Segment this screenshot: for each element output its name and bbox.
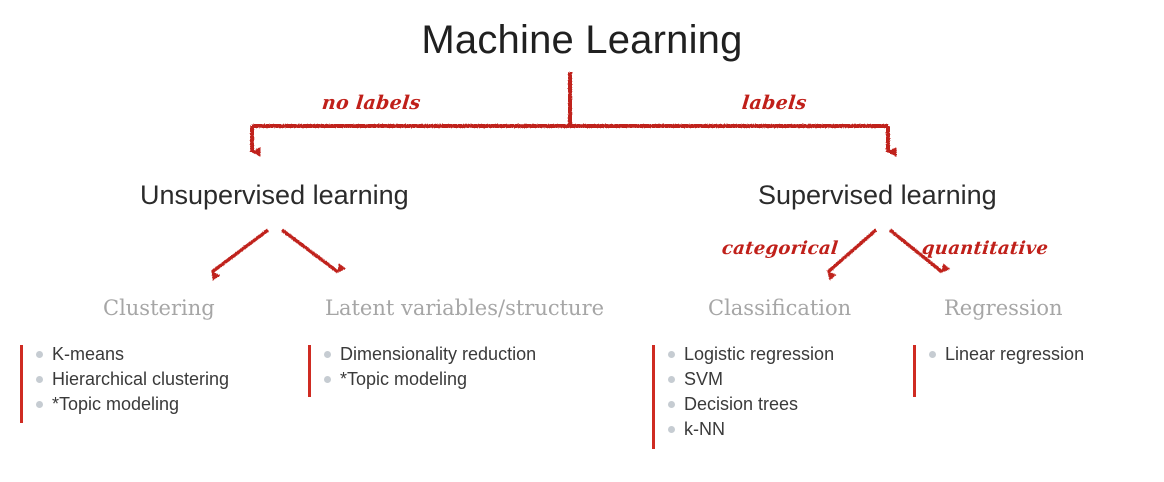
- bullet-dot-icon: [36, 351, 43, 358]
- bullet-dot-icon: [668, 376, 675, 383]
- accent-rule: [652, 345, 655, 449]
- list-item: K-means: [36, 342, 229, 367]
- edge-label-categorical: categorical: [720, 238, 840, 259]
- accent-rule: [20, 345, 23, 423]
- edge-unsup-to-latent: [280, 228, 347, 274]
- accent-rule: [308, 345, 311, 397]
- bullet-dot-icon: [668, 426, 675, 433]
- page-title: Machine Learning: [421, 18, 743, 62]
- list-item: *Topic modeling: [36, 392, 229, 417]
- edge-unsup-to-clustering: [210, 228, 270, 281]
- list-item-label: Linear regression: [945, 344, 1085, 364]
- edge-label-no-labels: no labels: [320, 92, 422, 114]
- edge-label-labels: labels: [740, 92, 808, 114]
- list-item-label: k-NN: [684, 419, 725, 439]
- list-item: *Topic modeling: [324, 367, 536, 392]
- list-item: SVM: [668, 367, 834, 392]
- list-item-label: Decision trees: [684, 394, 799, 414]
- list-item-label: Dimensionality reduction: [340, 344, 537, 364]
- list-item: Decision trees: [668, 392, 834, 417]
- list-item-label: Hierarchical clustering: [52, 369, 230, 389]
- accent-rule: [913, 345, 916, 397]
- list-item-label: SVM: [684, 369, 724, 389]
- list-item: Dimensionality reduction: [324, 342, 536, 367]
- bullet-list: Linear regression: [929, 342, 1084, 367]
- bullet-dot-icon: [324, 376, 331, 383]
- bullet-dot-icon: [668, 351, 675, 358]
- bullet-dot-icon: [36, 401, 43, 408]
- bullet-dot-icon: [324, 351, 331, 358]
- list-item-label: K-means: [52, 344, 125, 364]
- list-item: k-NN: [668, 417, 834, 442]
- list-item: Linear regression: [929, 342, 1084, 367]
- bullet-list: Dimensionality reduction *Topic modeling: [324, 342, 536, 392]
- list-item-label: Logistic regression: [684, 344, 835, 364]
- category-caption-latent-variables: Latent variables/structure: [325, 296, 605, 320]
- category-caption-clustering: Clustering: [103, 296, 215, 320]
- bullet-dot-icon: [668, 401, 675, 408]
- branch-title-supervised: Supervised learning: [758, 180, 997, 210]
- bullet-dot-icon: [36, 376, 43, 383]
- branch-title-unsupervised: Unsupervised learning: [140, 180, 409, 210]
- bullet-dot-icon: [929, 351, 936, 358]
- list-item-label: *Topic modeling: [340, 369, 468, 389]
- edge-label-quantitative: quantitative: [920, 238, 1050, 259]
- list-item: Hierarchical clustering: [36, 367, 229, 392]
- list-item-label: *Topic modeling: [52, 394, 180, 414]
- category-caption-regression: Regression: [944, 296, 1063, 320]
- list-item: Logistic regression: [668, 342, 834, 367]
- category-caption-classification: Classification: [708, 296, 852, 320]
